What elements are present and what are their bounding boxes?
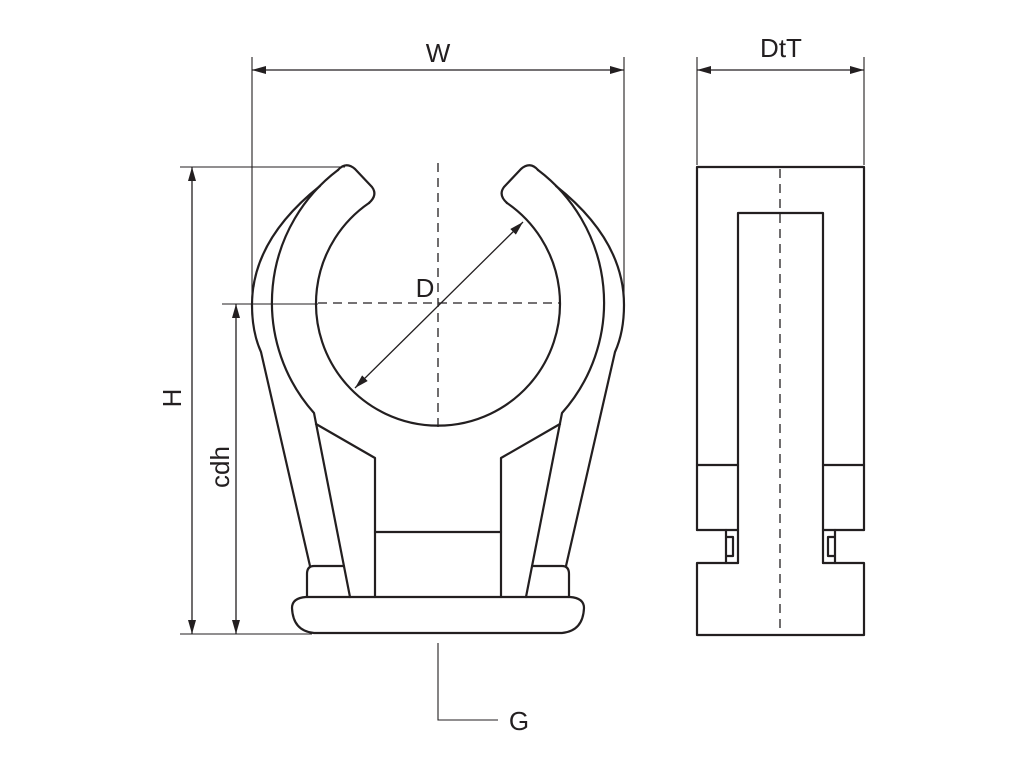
right-back-flange-outline — [554, 184, 626, 568]
height-label: H — [157, 389, 187, 408]
side-right-neck — [826, 528, 837, 565]
center-height-dimension: cdh — [205, 303, 318, 634]
diameter-dimension-line — [354, 221, 524, 389]
base-foot — [290, 595, 586, 635]
clip-body — [250, 164, 626, 635]
side-left-neck — [724, 528, 735, 565]
left-back-flange-outline — [250, 184, 322, 568]
right-foot-step — [530, 564, 571, 599]
base-reference-leader-line — [437, 643, 498, 721]
right-ring-outer-edge — [524, 168, 606, 599]
depth-label: DtT — [760, 33, 802, 63]
depth-dimension: DtT — [696, 33, 865, 165]
left-ring-outer-edge — [270, 168, 352, 599]
side-inner-channel — [736, 211, 825, 565]
diameter-label: D — [416, 273, 435, 303]
center-height-label: cdh — [205, 446, 235, 488]
left-arm-tip — [336, 164, 376, 205]
diameter-dimension: D — [354, 221, 524, 389]
width-dimension: W — [251, 38, 625, 300]
base-reference-label: G — [509, 706, 529, 736]
front-view: W H cdh D G — [157, 38, 626, 736]
left-inner-leg — [314, 422, 377, 599]
height-dimension: H — [157, 166, 345, 635]
right-arm-tip — [500, 164, 540, 205]
width-label: W — [426, 38, 451, 68]
left-foot-step — [305, 564, 346, 599]
right-inner-leg — [499, 422, 562, 599]
base-reference-leader: G — [437, 643, 529, 736]
side-view: DtT — [695, 33, 866, 637]
side-base-block — [695, 561, 866, 637]
side-upper-block-outline — [695, 165, 866, 532]
